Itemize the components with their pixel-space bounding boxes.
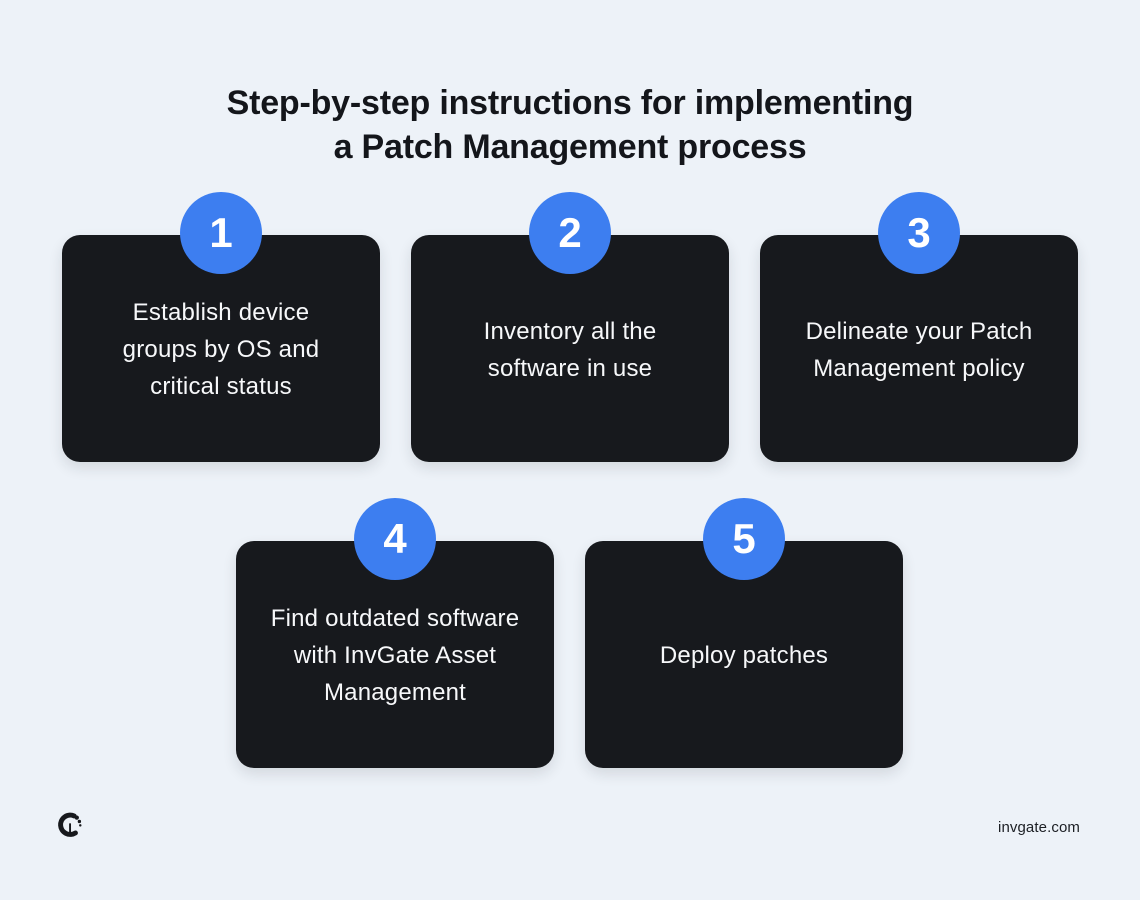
step-text: Delineate your Patch Management policy	[786, 313, 1053, 387]
step-text-line: with InvGate Asset	[293, 642, 497, 669]
step-number-badge: 3	[878, 192, 960, 274]
step-number: 3	[907, 209, 931, 256]
step-number-badge: 2	[529, 192, 611, 274]
step-card-3: 3 Delineate your Patch Management policy	[760, 192, 1078, 462]
step-text-line: groups by OS and	[122, 336, 320, 363]
invgate-logo-icon	[57, 811, 84, 838]
step-number-badge: 4	[354, 498, 436, 580]
step-card-5: 5 Deploy patches	[585, 498, 903, 768]
step-number: 2	[558, 209, 582, 256]
page-title-line: a Patch Management process	[333, 127, 807, 166]
step-text-line: Management policy	[813, 354, 1025, 382]
website-url: invgate.com	[998, 819, 1080, 836]
step-number: 4	[383, 515, 407, 562]
step-text-line: Find outdated software	[270, 605, 520, 632]
step-text: Find outdated software with InvGate Asse…	[251, 600, 540, 711]
step-text-line: software in use	[487, 354, 653, 382]
step-card-2: 2 Inventory all the software in use	[411, 192, 729, 462]
step-text-line: Delineate your Patch	[805, 317, 1033, 345]
step-number-badge: 1	[180, 192, 262, 274]
step-card-4: 4 Find outdated software with InvGate As…	[236, 498, 554, 768]
step-number-badge: 5	[703, 498, 785, 580]
step-text: Inventory all the software in use	[464, 313, 677, 387]
step-text-line: Establish device	[132, 299, 310, 326]
step-card-1: 1 Establish device groups by OS and crit…	[62, 192, 380, 462]
step-number: 5	[732, 515, 756, 562]
step-text: Establish device groups by OS and critic…	[103, 294, 340, 405]
step-text-line: Inventory all the	[483, 317, 657, 345]
step-text-line: Management	[323, 679, 467, 706]
step-text: Deploy patches	[640, 637, 848, 674]
page-title-line: Step-by-step instructions for implementi…	[226, 83, 914, 122]
page-title: Step-by-step instructions for implementi…	[0, 81, 1140, 169]
step-number: 1	[209, 209, 233, 256]
step-text-line: Deploy patches	[659, 642, 829, 669]
step-text-line: critical status	[150, 373, 292, 400]
